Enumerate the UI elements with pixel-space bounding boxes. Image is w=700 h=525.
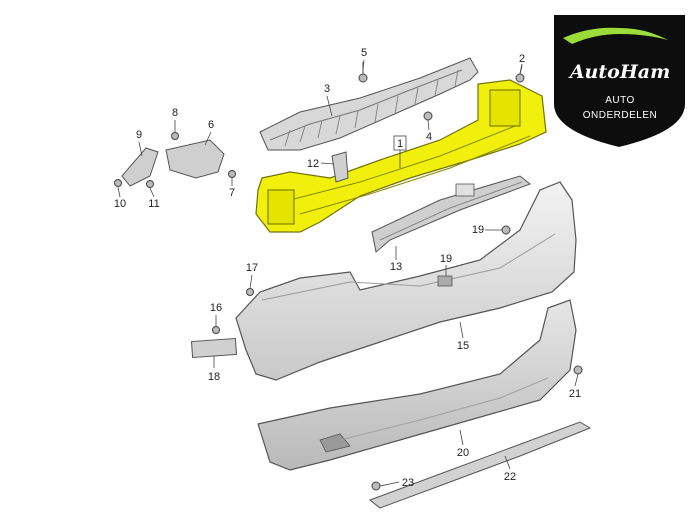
callout-20: 20 [457,447,469,459]
reinforcement-beam-part-1 [255,79,547,233]
logo-brand: AutoHam [568,61,670,83]
callout-18: 18 [208,371,220,383]
callout-13: 13 [390,261,402,273]
callout-19b: 19 [440,253,452,265]
callout-19a: 19 [472,224,484,236]
bracket-part-6 [165,139,225,179]
trim-strip-part-22 [368,421,592,509]
screw-part-5 [358,62,368,83]
callout-10: 10 [114,198,126,210]
callout-21: 21 [569,388,581,400]
callout-8: 8 [172,107,178,119]
reflector-part-18 [190,337,238,359]
absorber-part-3 [259,57,479,151]
clip-part-21 [573,365,583,375]
screw-part-8 [171,132,179,140]
clip-part-4 [423,111,433,121]
screw-part-11 [146,180,154,188]
callout-1: 1 [397,138,403,150]
callout-4: 4 [426,131,432,143]
clip-part-19a [501,225,511,235]
logo-line-1: AUTO [605,95,635,106]
guide-part-13 [371,175,532,253]
callout-16: 16 [210,302,222,314]
callout-3: 3 [324,83,330,95]
nut-part-10 [114,179,122,187]
bracket-part-12 [331,151,349,183]
callouts: 1 2 3 4 5 6 7 8 9 10 11 12 13 15 16 17 1… [114,47,581,489]
callout-22: 22 [504,471,516,483]
autoham-logo: AutoHam AUTO ONDERDELEN [552,13,687,150]
clip-part-17 [246,288,254,296]
bumper-cover-part-15 [235,181,577,381]
clip-part-23 [371,481,381,491]
leader-lines [117,59,579,487]
callout-17: 17 [246,262,258,274]
callout-23: 23 [402,477,414,489]
logo-line-2: ONDERDELEN [583,110,657,121]
car-silhouette-icon [563,27,668,44]
bracket-part-9 [121,147,159,187]
lower-bumper-part-20 [257,299,577,471]
callout-12: 12 [307,158,319,170]
nut-part-7 [228,170,236,178]
callout-15: 15 [457,340,469,352]
callout-5: 5 [361,47,367,59]
callout-9: 9 [136,129,142,141]
callout-6: 6 [208,119,214,131]
callout-2: 2 [519,53,525,65]
callout-7: 7 [229,187,235,199]
screw-part-16 [212,326,220,334]
callout-11: 11 [148,198,159,210]
